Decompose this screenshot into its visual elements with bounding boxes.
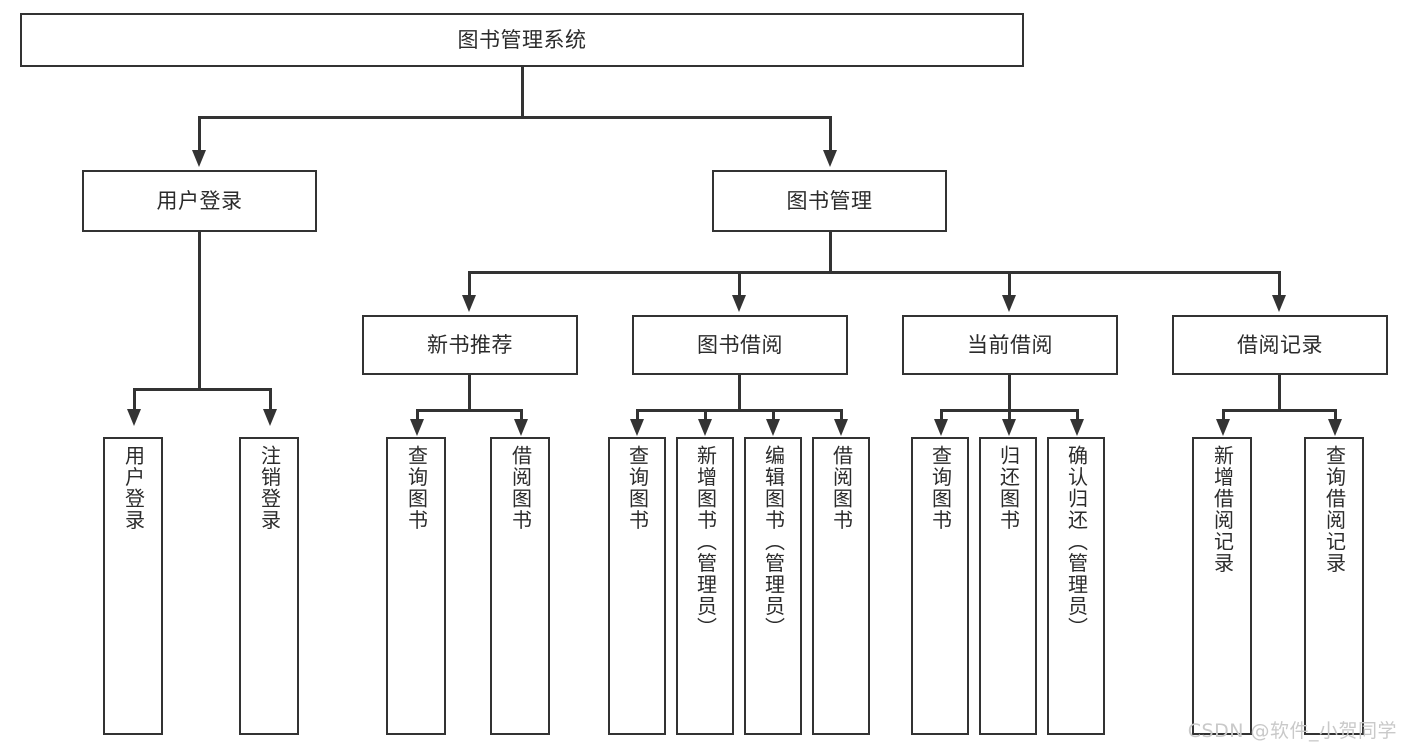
- arrow-to-user-login: [192, 150, 206, 167]
- connector-level3-drop-1: [468, 271, 471, 295]
- connector-borrow-record-stem: [1278, 375, 1281, 411]
- node-label: 当前借阅: [967, 332, 1053, 357]
- connector-level2-drop-2: [829, 116, 832, 150]
- connector-borrow-record-drop-1: [1222, 409, 1225, 419]
- leaf-logout[interactable]: 注销登录: [239, 437, 299, 735]
- leaf-user-login[interactable]: 用户登录: [103, 437, 163, 735]
- leaf-label: 编辑图书（管理员）: [761, 445, 786, 639]
- arrow-to-current-borrow-leaf-2: [1002, 419, 1016, 436]
- leaf-label: 查询图书: [404, 445, 429, 531]
- node-new-book-recommend[interactable]: 新书推荐: [362, 315, 578, 375]
- leaf-borrow-book[interactable]: 借阅图书: [812, 437, 870, 735]
- connector-book-borrow-stem: [738, 375, 741, 411]
- connector-book-borrow-drop-3: [772, 409, 775, 419]
- connector-level3-bus: [468, 271, 1280, 274]
- arrow-to-new-book-leaf-1: [410, 419, 424, 436]
- connector-new-book-drop-1: [416, 409, 419, 419]
- arrow-to-current-borrow: [1002, 295, 1016, 312]
- node-book-management[interactable]: 图书管理: [712, 170, 947, 232]
- connector-new-book-bus: [416, 409, 522, 412]
- connector-user-login-drop-1: [133, 388, 136, 409]
- leaf-return-book[interactable]: 归还图书: [979, 437, 1037, 735]
- arrow-to-book-borrow-leaf-4: [834, 419, 848, 436]
- node-user-login[interactable]: 用户登录: [82, 170, 317, 232]
- connector-current-borrow-stem: [1008, 375, 1011, 411]
- arrow-to-current-borrow-leaf-3: [1070, 419, 1084, 436]
- connector-new-book-stem: [468, 375, 471, 411]
- leaf-label: 借阅图书: [508, 445, 533, 531]
- connector-root-stem: [521, 67, 524, 117]
- arrow-to-book-borrow-leaf-2: [698, 419, 712, 436]
- arrow-to-user-login-leaf: [127, 409, 141, 426]
- arrow-to-borrow-record-leaf-1: [1216, 419, 1230, 436]
- arrow-to-new-book-recommend: [462, 295, 476, 312]
- leaf-add-borrow-record[interactable]: 新增借阅记录: [1192, 437, 1252, 735]
- arrow-to-book-borrow: [732, 295, 746, 312]
- leaf-confirm-return-admin[interactable]: 确认归还（管理员）: [1047, 437, 1105, 735]
- node-book-borrow[interactable]: 图书借阅: [632, 315, 848, 375]
- leaf-label: 查询借阅记录: [1322, 445, 1347, 574]
- node-label: 图书管理系统: [457, 27, 587, 52]
- leaf-edit-book-admin[interactable]: 编辑图书（管理员）: [744, 437, 802, 735]
- arrow-to-book-borrow-leaf-3: [766, 419, 780, 436]
- connector-book-borrow-drop-1: [636, 409, 639, 419]
- arrow-to-current-borrow-leaf-1: [934, 419, 948, 436]
- connector-current-borrow-drop-2: [1008, 409, 1011, 419]
- connector-user-login-drop-2: [269, 388, 272, 409]
- node-root-book-management-system[interactable]: 图书管理系统: [20, 13, 1024, 67]
- leaf-label: 用户登录: [121, 445, 146, 531]
- leaf-label: 借阅图书: [829, 445, 854, 531]
- connector-borrow-record-drop-2: [1334, 409, 1337, 419]
- connector-book-borrow-drop-2: [704, 409, 707, 419]
- leaf-label: 确认归还（管理员）: [1064, 445, 1089, 639]
- arrow-to-logout-leaf: [263, 409, 277, 426]
- leaf-label: 查询图书: [928, 445, 953, 531]
- arrow-to-book-borrow-leaf-1: [630, 419, 644, 436]
- connector-new-book-drop-2: [520, 409, 523, 419]
- connector-level3-drop-2: [738, 271, 741, 295]
- arrow-to-book-management: [823, 150, 837, 167]
- connector-level3-drop-4: [1278, 271, 1281, 295]
- connector-level2-bus: [198, 116, 831, 119]
- leaf-label: 注销登录: [257, 445, 282, 531]
- arrow-to-borrow-record-leaf-2: [1328, 419, 1342, 436]
- node-label: 借阅记录: [1237, 332, 1323, 357]
- leaf-query-book-current[interactable]: 查询图书: [911, 437, 969, 735]
- leaf-label: 新增图书（管理员）: [693, 445, 718, 639]
- connector-user-login-stem: [198, 232, 201, 390]
- connector-book-borrow-bus: [636, 409, 842, 412]
- arrow-to-borrow-record: [1272, 295, 1286, 312]
- connector-current-borrow-drop-1: [940, 409, 943, 419]
- connector-borrow-record-bus: [1222, 409, 1336, 412]
- node-label: 用户登录: [156, 188, 243, 213]
- connector-current-borrow-drop-3: [1076, 409, 1079, 419]
- connector-level3-drop-3: [1008, 271, 1011, 295]
- leaf-borrow-book-recommend[interactable]: 借阅图书: [490, 437, 550, 735]
- leaf-add-book-admin[interactable]: 新增图书（管理员）: [676, 437, 734, 735]
- connector-book-borrow-drop-4: [840, 409, 843, 419]
- leaf-query-borrow-record[interactable]: 查询借阅记录: [1304, 437, 1364, 735]
- connector-level2-drop-1: [198, 116, 201, 150]
- arrow-to-new-book-leaf-2: [514, 419, 528, 436]
- node-borrow-record[interactable]: 借阅记录: [1172, 315, 1388, 375]
- node-label: 图书管理: [786, 188, 873, 213]
- leaf-label: 查询图书: [625, 445, 650, 531]
- node-current-borrow[interactable]: 当前借阅: [902, 315, 1118, 375]
- leaf-query-book-borrow[interactable]: 查询图书: [608, 437, 666, 735]
- connector-user-login-bus: [133, 388, 271, 391]
- node-label: 新书推荐: [427, 332, 513, 357]
- connector-book-management-stem: [829, 232, 832, 273]
- leaf-label: 归还图书: [996, 445, 1021, 531]
- leaf-query-book-recommend[interactable]: 查询图书: [386, 437, 446, 735]
- node-label: 图书借阅: [697, 332, 783, 357]
- leaf-label: 新增借阅记录: [1210, 445, 1235, 574]
